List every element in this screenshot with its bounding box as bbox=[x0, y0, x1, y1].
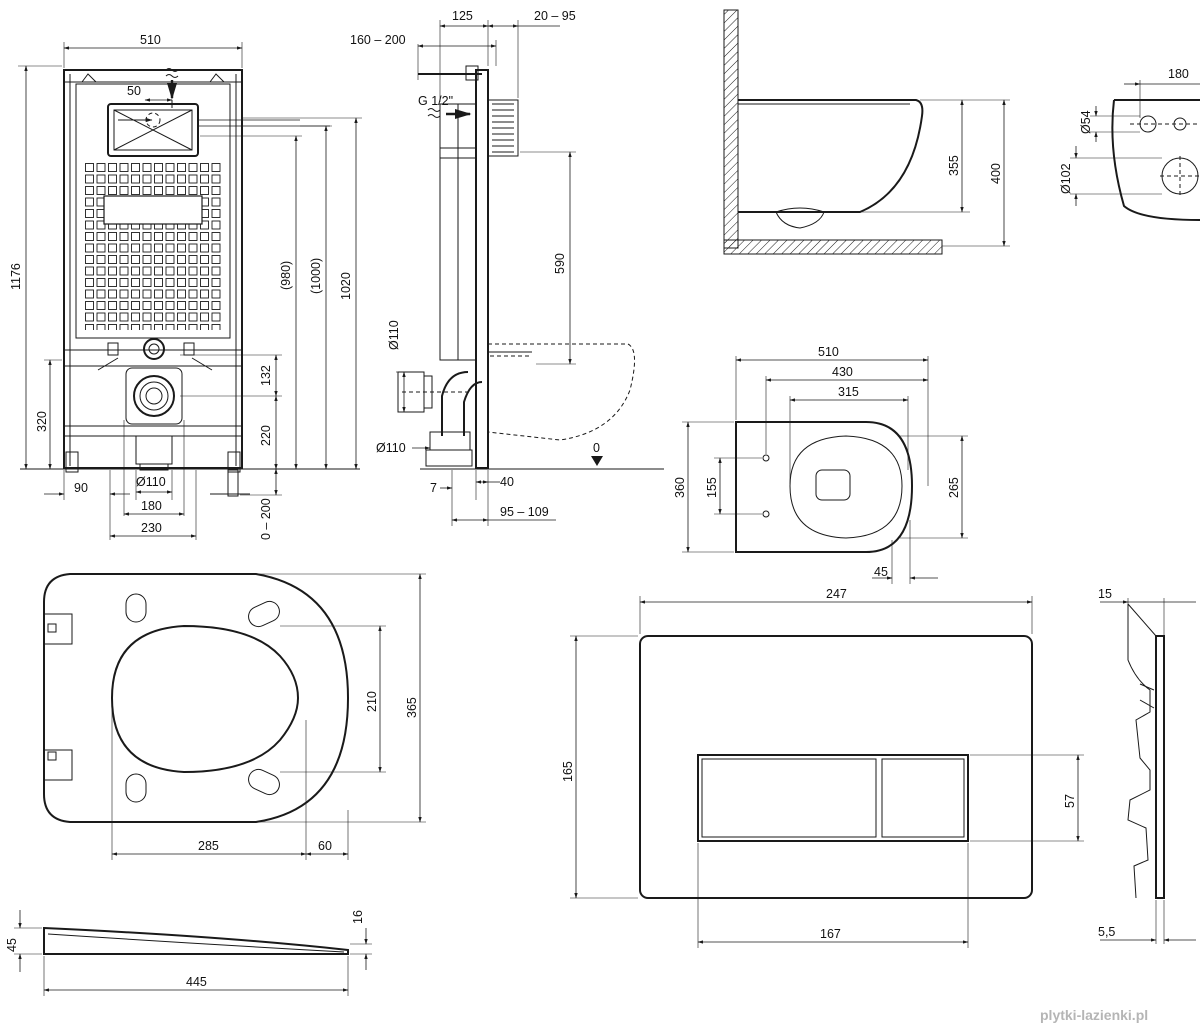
dim-1176-label: 1176 bbox=[9, 263, 23, 290]
dim-15-label: 15 bbox=[1098, 587, 1112, 601]
dim-445-label: 445 bbox=[186, 975, 207, 989]
floor-zero-label: 0 bbox=[593, 441, 600, 455]
dim-160-200-label: 160 – 200 bbox=[350, 33, 406, 47]
dim-510-top-label: 510 bbox=[818, 345, 839, 359]
frame-side-dimensions: 125 20 – 95 160 – 200 G 1/2" 590 Ø110 Ø1… bbox=[350, 9, 600, 526]
flush-plate-front bbox=[639, 635, 1033, 899]
dim-d110-upper-label: Ø110 bbox=[387, 320, 401, 350]
dim-210-label: 210 bbox=[365, 691, 379, 712]
dim-d110-label: Ø110 bbox=[136, 475, 166, 489]
frame-side-view bbox=[397, 65, 664, 470]
bowl-side-dimensions: 355 400 bbox=[860, 99, 1010, 247]
dim-167-label: 167 bbox=[820, 927, 841, 941]
bowl-rear-dimensions: 180 Ø54 Ø102 bbox=[1059, 67, 1200, 206]
dim-320-label: 320 bbox=[35, 411, 49, 432]
dim-132-label: 132 bbox=[259, 365, 273, 386]
dim-20-95-label: 20 – 95 bbox=[534, 9, 576, 23]
dim-45-top-label: 45 bbox=[874, 565, 888, 579]
frame-front-view bbox=[20, 68, 360, 497]
dim-510-label: 510 bbox=[140, 33, 161, 47]
dim-40-label: 40 bbox=[500, 475, 514, 489]
dim-125-label: 125 bbox=[452, 9, 473, 23]
frame-front-dimensions: 510 50 1176 320 (980) (1000) 1020 132 22… bbox=[9, 33, 362, 540]
flush-plate-side-dimensions: 15 5,5 bbox=[1098, 587, 1196, 944]
dim-95-109-label: 95 – 109 bbox=[500, 505, 549, 519]
dim-430-label: 430 bbox=[832, 365, 853, 379]
seat-top-view bbox=[43, 573, 350, 823]
dim-d54-label: Ø54 bbox=[1079, 110, 1093, 134]
seat-side-view bbox=[43, 926, 349, 955]
dim-50-label: 50 bbox=[127, 84, 141, 98]
watermark: plytki-lazienki.pl bbox=[1040, 1007, 1148, 1023]
bowl-rear-view bbox=[1111, 99, 1200, 221]
dim-365-label: 365 bbox=[405, 697, 419, 718]
bowl-side-view bbox=[723, 9, 943, 255]
flush-plate-dimensions: 247 165 57 167 bbox=[561, 587, 1084, 948]
dim-360-label: 360 bbox=[673, 477, 687, 498]
dim-155-label: 155 bbox=[705, 477, 719, 498]
g12-label: G 1/2" bbox=[418, 94, 453, 108]
dim-980-label: (980) bbox=[279, 261, 293, 290]
dim-7-label: 7 bbox=[430, 481, 437, 495]
dim-57-label: 57 bbox=[1063, 794, 1077, 808]
dim-1020-label: 1020 bbox=[339, 272, 353, 300]
dim-265-label: 265 bbox=[947, 477, 961, 498]
dim-d102-label: Ø102 bbox=[1059, 163, 1073, 194]
dim-5-5-label: 5,5 bbox=[1098, 925, 1115, 939]
dim-590-label: 590 bbox=[553, 253, 567, 274]
seat-top-dimensions: 365 210 285 60 bbox=[111, 573, 426, 860]
dim-d110-lower-label: Ø110 bbox=[376, 441, 406, 455]
dim-45-seat-label: 45 bbox=[5, 938, 19, 952]
dim-400-label: 400 bbox=[989, 163, 1003, 184]
dim-315-label: 315 bbox=[838, 385, 859, 399]
dim-165-label: 165 bbox=[561, 761, 575, 782]
dim-180-label: 180 bbox=[141, 499, 162, 513]
dim-90-label: 90 bbox=[74, 481, 88, 495]
dim-247-label: 247 bbox=[826, 587, 847, 601]
dim-285-label: 285 bbox=[198, 839, 219, 853]
seat-side-dimensions: 45 16 445 bbox=[5, 910, 372, 996]
flush-plate-side bbox=[1127, 603, 1165, 899]
dim-355-label: 355 bbox=[947, 155, 961, 176]
dim-1000-label: (1000) bbox=[309, 258, 323, 294]
dim-230-label: 230 bbox=[141, 521, 162, 535]
dim-220-label: 220 bbox=[259, 425, 273, 446]
dim-0-200-label: 0 – 200 bbox=[259, 498, 273, 540]
bowl-top-view bbox=[735, 421, 914, 553]
dim-60-label: 60 bbox=[318, 839, 332, 853]
dim-16-label: 16 bbox=[351, 910, 365, 924]
bowl-top-dimensions: 510 430 315 360 155 265 45 bbox=[673, 345, 968, 584]
dim-180-rear-label: 180 bbox=[1168, 67, 1189, 81]
